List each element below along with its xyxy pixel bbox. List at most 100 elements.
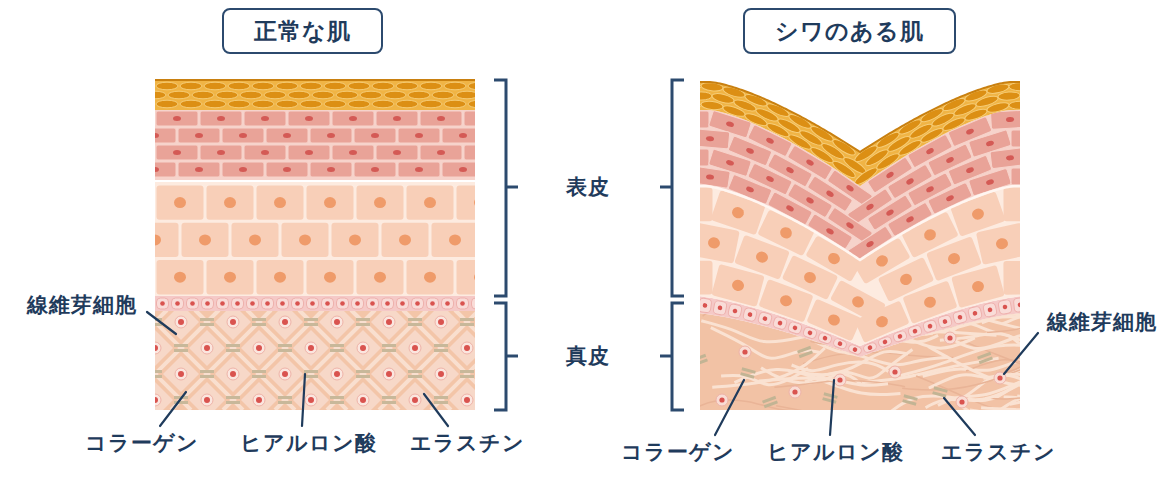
basal-nucleus (747, 312, 753, 318)
granular-cell (420, 145, 462, 160)
collagen-mark (226, 401, 240, 404)
fibroblast-nucleus (282, 371, 288, 377)
basal-cell (772, 316, 787, 330)
basal-cell (728, 303, 743, 318)
fibroblast-ring (155, 342, 161, 354)
fibroblast-ring (201, 394, 213, 406)
collagen-mark (408, 375, 422, 378)
corneum-cell (897, 138, 923, 158)
fibroblast-nucleus (959, 399, 964, 404)
spinous-cell (207, 186, 254, 220)
leader-line (715, 380, 744, 435)
granular-nucleus (305, 116, 313, 121)
fibroblast-nucleus (282, 319, 288, 325)
spinous-nucleus (778, 294, 793, 308)
layer-label: 真皮 (566, 343, 610, 369)
fibroblast-ring (331, 368, 343, 380)
basal-cell (802, 326, 817, 339)
corneum-cell (998, 91, 1020, 101)
basal-cell (998, 299, 1012, 314)
spinous-nucleus (922, 295, 937, 309)
spinous-cell (1003, 261, 1020, 295)
spinous-cell (232, 223, 279, 257)
layer-brackets (494, 80, 684, 410)
spinous-nucleus (874, 314, 889, 329)
fibroblast-nucleus (792, 389, 797, 394)
spinous-cell (182, 223, 229, 257)
corneum-cell (252, 100, 274, 108)
bracket (506, 355, 518, 358)
spinous-cell (700, 188, 713, 222)
fibroblast-ring (956, 396, 968, 408)
spinous-nucleus (1020, 199, 1021, 210)
granular-nucleus (393, 150, 401, 155)
basal-cell (472, 298, 476, 309)
fibroblast-cell (449, 382, 475, 410)
fibroblast-ring (305, 394, 317, 406)
fibroblast-ring (435, 316, 447, 328)
fibroblast-ring (461, 342, 473, 354)
corneum-cell (384, 91, 406, 99)
basal-cell (352, 298, 364, 309)
granular-cell (928, 182, 973, 214)
elastin-mark (764, 401, 778, 409)
granular-nucleus (349, 150, 357, 155)
heading-box: 正常な肌 (222, 8, 383, 54)
basal-nucleus (957, 314, 963, 320)
spinous-nucleus (898, 272, 914, 287)
fibroblast-cell (345, 382, 381, 410)
bracket (660, 355, 672, 358)
granular-nucleus (415, 133, 423, 138)
collagen-mark (330, 401, 344, 404)
fibroblast-nucleus (438, 371, 444, 377)
leader-lines (147, 312, 1038, 435)
fibroblast-ring (409, 394, 421, 406)
spinous-nucleus (474, 272, 475, 283)
basal-nucleus (235, 301, 240, 306)
granular-nucleus (393, 116, 401, 121)
granular-nucleus (925, 185, 934, 193)
skin-surface (700, 82, 1020, 152)
granular-nucleus (725, 159, 734, 166)
spinous-nucleus (850, 294, 866, 309)
collagen-fiber (721, 368, 808, 384)
basal-nucleus (942, 319, 948, 325)
basal-cell (983, 302, 998, 317)
granular-cell (700, 128, 730, 148)
collagen-mark (278, 349, 292, 352)
granular-cell (156, 111, 198, 126)
granular-cell (442, 128, 475, 143)
spinous-cell (951, 265, 1005, 308)
basal-nucleus (250, 301, 255, 306)
corneum-cell (787, 132, 813, 151)
corneum-cell (336, 91, 358, 99)
basal-nucleus (867, 345, 873, 351)
corneum-cell (420, 100, 442, 108)
corneum-cell (240, 91, 262, 99)
fibroblast-ring (383, 368, 395, 380)
elastin-mark (902, 399, 916, 406)
spinous-cell (407, 260, 454, 294)
fibroblast-cell (397, 382, 433, 410)
granular-cell (398, 162, 440, 177)
corneum-cell (324, 82, 346, 90)
granular-cell (310, 162, 352, 177)
fibroblast-ring (155, 394, 161, 406)
basal-nucleus (265, 301, 270, 306)
basal-nucleus (987, 307, 992, 312)
corneum-cell (444, 82, 466, 90)
basal-cell (848, 344, 863, 356)
basal-cell (307, 298, 319, 309)
collagen-mark (330, 344, 344, 347)
collagen-mark (226, 344, 240, 347)
corneum-cell (228, 100, 250, 108)
basal-nucleus (160, 301, 165, 306)
spinous-cell (700, 261, 713, 295)
heading-text: 正常な肌 (254, 16, 351, 46)
granular-nucleus (261, 116, 269, 121)
collagen-mark (382, 401, 396, 404)
fibroblast-nucleus (178, 319, 184, 325)
granular-cell (244, 145, 286, 160)
spinous-nucleus (174, 272, 186, 283)
spinous-cell (307, 186, 354, 220)
